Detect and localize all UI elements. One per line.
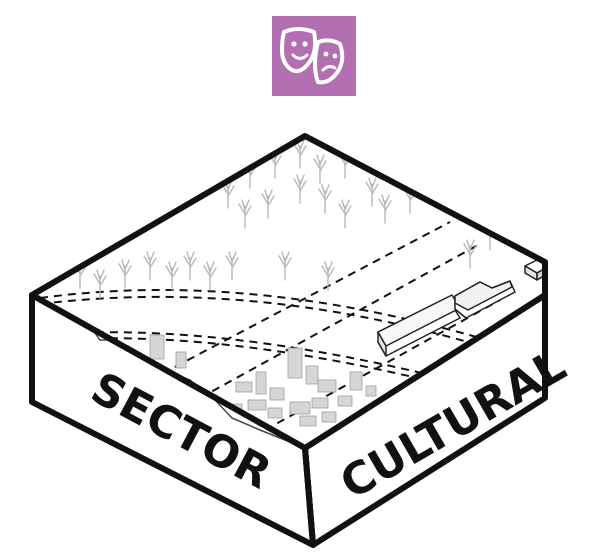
- building-blocks: [377, 259, 545, 357]
- trees: [73, 139, 497, 299]
- block-top-outline: [29, 133, 548, 451]
- top-face-content: [39, 139, 545, 431]
- theater-masks-icon: [272, 16, 356, 96]
- block-front-edge: [302, 447, 316, 546]
- block-top-face: [32, 136, 545, 448]
- terrain-section-line: [31, 294, 306, 449]
- city-fabric: [149, 334, 377, 427]
